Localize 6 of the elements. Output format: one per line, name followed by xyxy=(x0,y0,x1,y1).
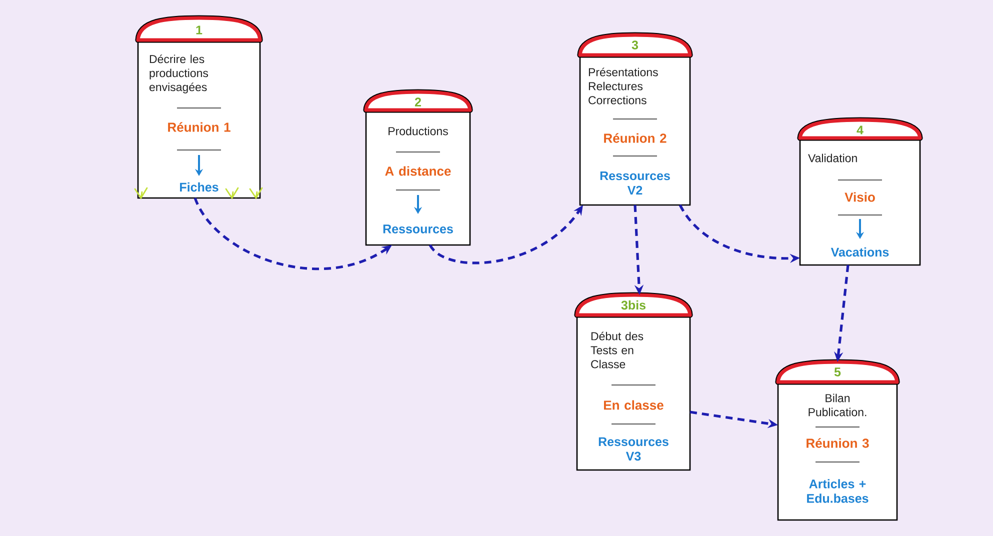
marker-number: 2 xyxy=(414,98,421,106)
marker-number: 4 xyxy=(856,126,864,134)
marker-number: 5 xyxy=(834,368,841,376)
marker-number: 1 xyxy=(196,26,202,34)
marker-number: 3 xyxy=(632,40,638,50)
marker-number: 3bis xyxy=(621,300,646,310)
